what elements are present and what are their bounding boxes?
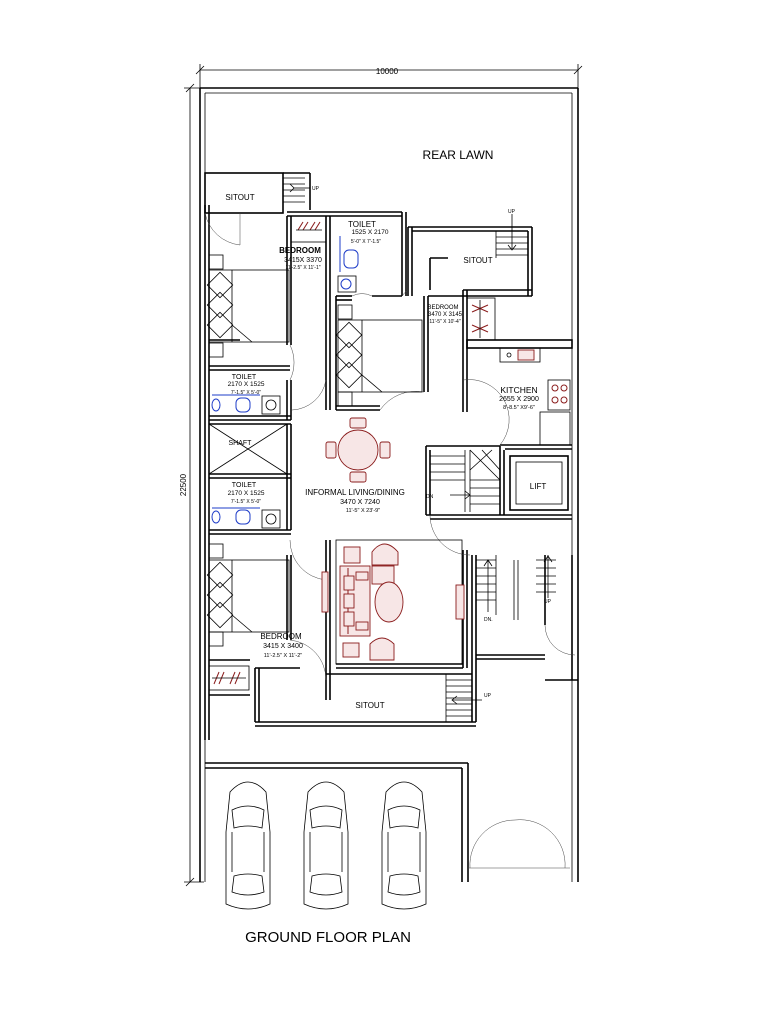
room-label-sitout-top-right: SITOUT xyxy=(463,256,492,265)
bedroom-top-left-imperial: 11'-2.5" X 11'-1" xyxy=(285,265,320,271)
kitchen-name: KITCHEN xyxy=(500,385,537,395)
bedroom-bottom-name: BEDROOM xyxy=(260,632,302,641)
stair-up-label-2: UP xyxy=(508,209,516,215)
toilet-fixtures-left-1 xyxy=(211,394,281,415)
toilet-top-imperial: 5'-0" X 7'-1.5" xyxy=(351,239,381,245)
kitchen-imperial: 8'-8.5" X9'-6" xyxy=(503,405,535,411)
bed-top-left xyxy=(206,254,290,358)
toilet-left-2-size: 2170 X 1525 xyxy=(228,490,265,497)
living-size: 3470 X 7240 xyxy=(340,499,380,506)
bedroom-middle-imperial: 11'-5" X 10'-4" xyxy=(429,319,460,325)
stair-bottom-sitout xyxy=(445,674,482,722)
living-imperial: 11'-5" X 23'-9" xyxy=(346,508,380,514)
toilet-fixtures-top xyxy=(337,236,359,293)
round-dining-table xyxy=(325,417,391,483)
car-2 xyxy=(303,781,349,910)
dimension-height-label: 22500 xyxy=(179,473,188,496)
bedroom-middle-size: 3470 X 3145 xyxy=(428,312,463,318)
toilet-top-name: TOILET xyxy=(348,220,376,229)
bedroom-top-left-name: BEDROOM xyxy=(279,246,321,255)
door-swings xyxy=(204,212,576,869)
car-3 xyxy=(381,781,427,910)
toilet-left-2-name: TOILET xyxy=(232,482,257,489)
dimension-width xyxy=(195,64,583,90)
stair-top-left xyxy=(283,177,310,203)
kitchen-counter xyxy=(499,347,571,446)
stair-dn-label: DN xyxy=(426,494,434,500)
bedroom-bottom-size: 3415 X 3400 xyxy=(263,643,303,650)
room-label-sitout-top-left: SITOUT xyxy=(225,193,254,202)
stair-up-label-1: UP xyxy=(312,186,320,192)
stair-top-right xyxy=(495,214,528,258)
toilet-left-1-imperial: 7'-1.5" X 5'-0" xyxy=(231,390,261,396)
dimension-width-label: 10000 xyxy=(376,67,399,76)
stair-bottom-right xyxy=(476,555,556,620)
room-label-rear-lawn: REAR LAWN xyxy=(423,148,494,162)
living-furniture xyxy=(321,539,465,665)
wardrobe-bottom xyxy=(208,665,250,691)
room-label-sitout-bottom: SITOUT xyxy=(355,701,384,710)
shaft-cross xyxy=(208,423,288,475)
living-name: INFORMAL LIVING/DINING xyxy=(305,488,405,497)
toilet-fixtures-left-2 xyxy=(211,507,281,529)
stair-up-label-3: UP xyxy=(544,599,552,605)
toilet-top-size: 1525 X 2170 xyxy=(352,229,389,236)
toilet-left-1-size: 2170 X 1525 xyxy=(228,381,265,388)
bedroom-middle-name: BEDROOM xyxy=(427,305,458,311)
car-1 xyxy=(225,781,271,910)
stair-dn-label-2: DN. xyxy=(484,617,493,623)
shaft-label: SHAFT xyxy=(229,440,253,447)
building-walls xyxy=(204,172,578,882)
toilet-left-1-name: TOILET xyxy=(232,374,257,381)
bed-middle xyxy=(335,304,423,407)
toilet-left-2-imperial: 7'-1.5" X 5'-0" xyxy=(231,499,261,505)
bedroom-bottom-imperial: 11'-2.5" X 11'-2" xyxy=(264,653,303,659)
stair-up-label-4: UP xyxy=(484,693,492,699)
bed-bottom xyxy=(206,543,290,647)
bedroom-top-left-size: 3415X 3370 xyxy=(284,257,322,264)
wardrobe-top xyxy=(290,215,327,243)
kitchen-size: 2655 X 2900 xyxy=(499,396,539,403)
stair-main xyxy=(430,449,501,512)
plan-title: GROUND FLOOR PLAN xyxy=(245,929,411,946)
lift-label: LIFT xyxy=(530,482,547,491)
wardrobe-middle xyxy=(466,297,496,341)
